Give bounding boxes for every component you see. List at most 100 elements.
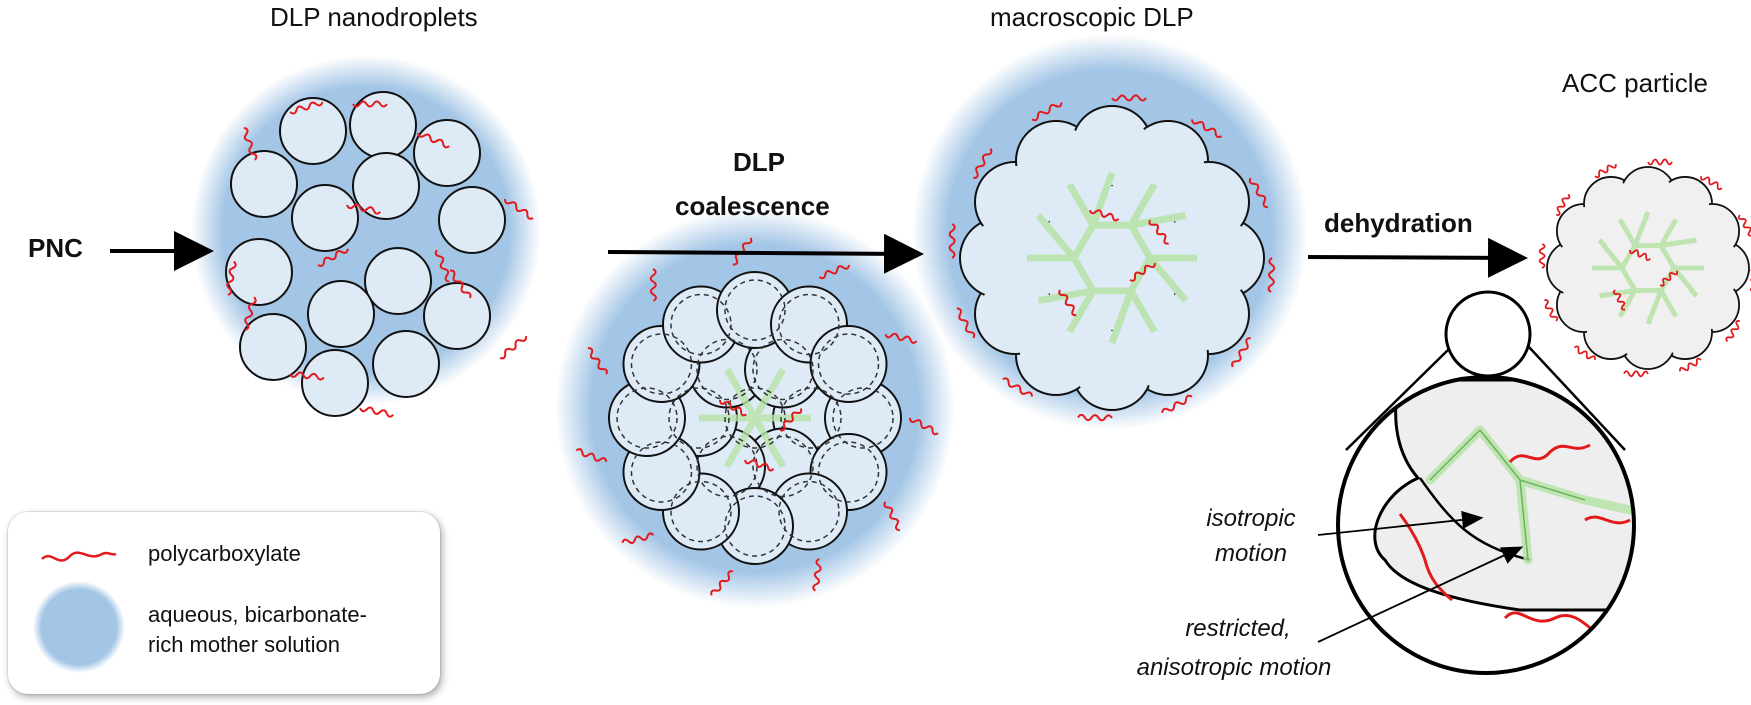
label-anisotropic-motion: anisotropic motion — [1136, 654, 1332, 681]
polycarboxylate-chain — [1679, 357, 1702, 372]
legend-label-polycarboxylate: polycarboxylate — [148, 541, 301, 566]
label-isotropic-motion: motion — [1214, 540, 1288, 567]
macroscopic-dlp-cluster — [948, 94, 1276, 422]
boundary-segment — [1147, 255, 1189, 303]
polycarboxylate-chain — [719, 399, 747, 417]
polycarboxylate-chain — [575, 448, 608, 462]
polycarboxylate-chain — [883, 501, 901, 532]
polycarboxylate-chain — [1267, 257, 1276, 293]
droplet-boundaries — [1027, 171, 1197, 345]
polycarboxylate-chain — [1700, 176, 1723, 191]
boundary-segment — [723, 367, 759, 420]
label-restricted: restricted, — [1185, 615, 1291, 642]
polycarboxylate-chain — [587, 347, 608, 375]
boundary-segment — [1658, 289, 1679, 318]
nanodroplet — [301, 349, 369, 417]
merging-droplet-outline — [724, 495, 786, 557]
nanodroplet — [291, 184, 359, 252]
polycarboxylate-chain — [621, 532, 655, 544]
acc-particle-cluster — [1538, 158, 1751, 378]
boundary-segment — [1127, 289, 1158, 334]
merging-droplet-outline — [616, 387, 678, 449]
boundary-segment — [1070, 256, 1097, 293]
merging-droplet-outline — [778, 293, 840, 356]
label-coalescence: coalescence — [675, 191, 830, 221]
polycarboxylate-chain — [1538, 243, 1546, 269]
isotropic-pointer — [1317, 510, 1484, 536]
coalescing-droplet-cluster — [575, 237, 939, 596]
polymer-legend-icon — [41, 551, 117, 562]
polycarboxylate-chain — [1031, 102, 1063, 122]
polycarboxylate-chain — [1737, 214, 1751, 237]
polycarboxylate-chain — [1111, 94, 1147, 102]
merging-droplet-outline — [780, 387, 842, 449]
merging-droplet-outline — [668, 387, 730, 449]
nanodroplet — [352, 152, 420, 220]
acc-domain-core — [1661, 308, 1709, 357]
fused-droplet-core — [979, 278, 1052, 350]
fused-droplet-core — [1076, 110, 1148, 182]
polycarboxylate-chains-1 — [226, 100, 534, 418]
nanodroplet — [423, 282, 491, 350]
nanodroplet — [239, 313, 307, 381]
polycarboxylate-chain — [1573, 345, 1596, 360]
merging-droplet-outline — [630, 333, 693, 395]
boundary-segment — [1070, 223, 1097, 260]
polycarboxylate-chain — [1002, 377, 1033, 397]
acc-domain-core — [1550, 244, 1598, 292]
nanodroplet — [438, 186, 506, 254]
label-dlp: DLP — [733, 147, 785, 177]
boundary-segment — [1619, 244, 1638, 270]
merging-droplet-outline — [778, 480, 840, 543]
polycarboxylate-chain — [884, 332, 918, 344]
acc-domain-core — [1587, 179, 1635, 228]
domain-boundaries — [1592, 211, 1704, 325]
label-dehydration: dehydration — [1324, 208, 1473, 238]
polycarboxylate-chain — [346, 203, 381, 215]
coalescence-arrow — [607, 233, 924, 274]
coalescing-droplet — [809, 325, 888, 403]
polycarboxylate-chain — [1089, 209, 1120, 222]
polycarboxylate-chain — [1129, 263, 1156, 282]
legend-label-solution-2: rich mother solution — [148, 632, 340, 657]
boundary-segment — [1660, 237, 1697, 248]
boundary-segment — [1066, 182, 1097, 227]
polycarboxylate-chain — [1161, 394, 1193, 414]
acc-domain-core — [1624, 170, 1672, 218]
merging-droplet-outline — [724, 279, 786, 341]
merging-droplet-outline — [670, 293, 732, 356]
legend-label-solution-1: aqueous, bicarbonate- — [148, 602, 367, 627]
zoom-source-circle — [1444, 290, 1532, 378]
nanodroplet — [364, 247, 432, 315]
polycarboxylate-chain — [449, 269, 472, 299]
nanodroplet — [349, 91, 417, 159]
title-macroscopic-dlp: macroscopic DLP — [990, 2, 1194, 32]
acc-domain-core — [1624, 318, 1672, 366]
merging-droplet-outline — [670, 480, 732, 543]
label-pnc: PNC — [28, 233, 83, 263]
nanodroplet-cluster — [225, 91, 506, 417]
title-acc-particle: ACC particle — [1562, 68, 1708, 98]
anisotropic-pointer — [1317, 546, 1524, 643]
polycarboxylate-chain — [504, 198, 534, 220]
polycarboxylate-chain — [948, 223, 956, 259]
nanodroplet — [230, 150, 298, 218]
merging-droplet-outline — [817, 441, 880, 503]
boundary-segment — [751, 416, 787, 469]
polycarboxylate-chain — [1556, 193, 1571, 216]
polycarboxylate-chain — [499, 336, 528, 360]
merging-droplet-outline — [752, 338, 814, 401]
merging-droplet-outline — [696, 338, 758, 401]
polycarboxylate-chain — [1594, 164, 1617, 179]
boundary-segment — [1617, 218, 1638, 247]
polycarboxylate-chain — [1612, 289, 1626, 311]
polycarboxylate-chain — [744, 459, 775, 472]
fused-droplet-core — [964, 222, 1036, 294]
nanodroplet — [307, 280, 375, 348]
merging-droplet-outline — [630, 441, 693, 503]
polycarboxylate-chain — [226, 260, 237, 296]
polycarboxylate-chain — [1647, 158, 1673, 166]
nanodroplet — [225, 238, 293, 306]
polycarboxylate-chain — [1077, 413, 1113, 422]
